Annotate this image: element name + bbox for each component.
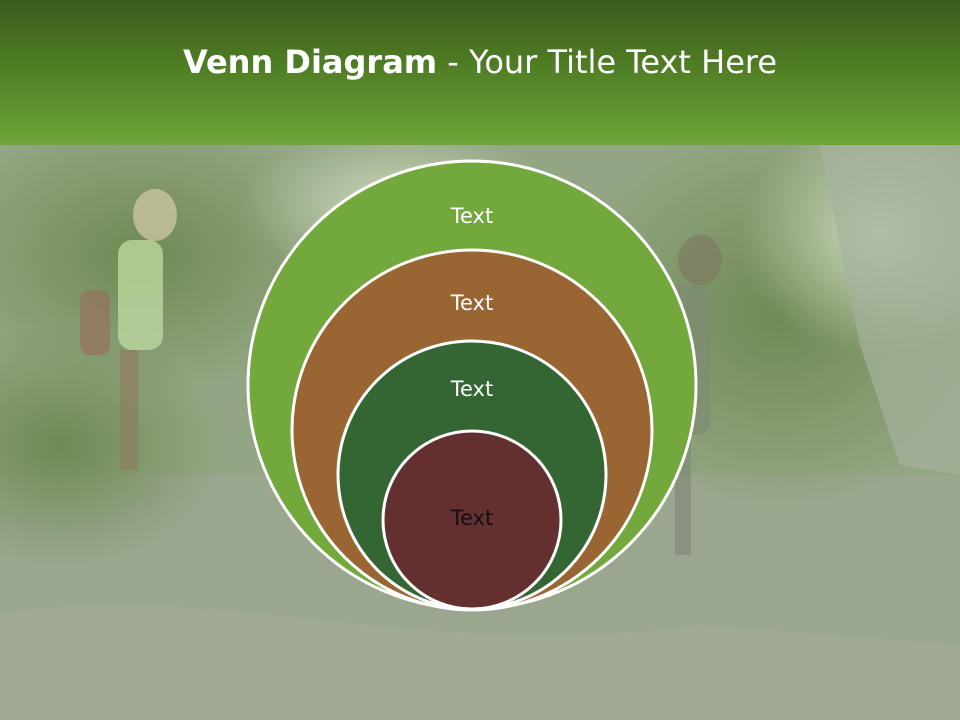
venn-circle-inner: Text xyxy=(381,429,563,611)
slide-title-rest: - Your Title Text Here xyxy=(437,43,778,81)
slide-title: Venn Diagram - Your Title Text Here xyxy=(0,40,960,84)
venn-label-second: Text xyxy=(450,291,493,315)
venn-label-outer: Text xyxy=(450,204,493,228)
venn-label-inner: Text xyxy=(450,506,493,530)
title-bar: Venn Diagram - Your Title Text Here xyxy=(0,0,960,145)
slide-title-bold: Venn Diagram xyxy=(182,43,438,81)
venn-label-third: Text xyxy=(450,377,493,401)
